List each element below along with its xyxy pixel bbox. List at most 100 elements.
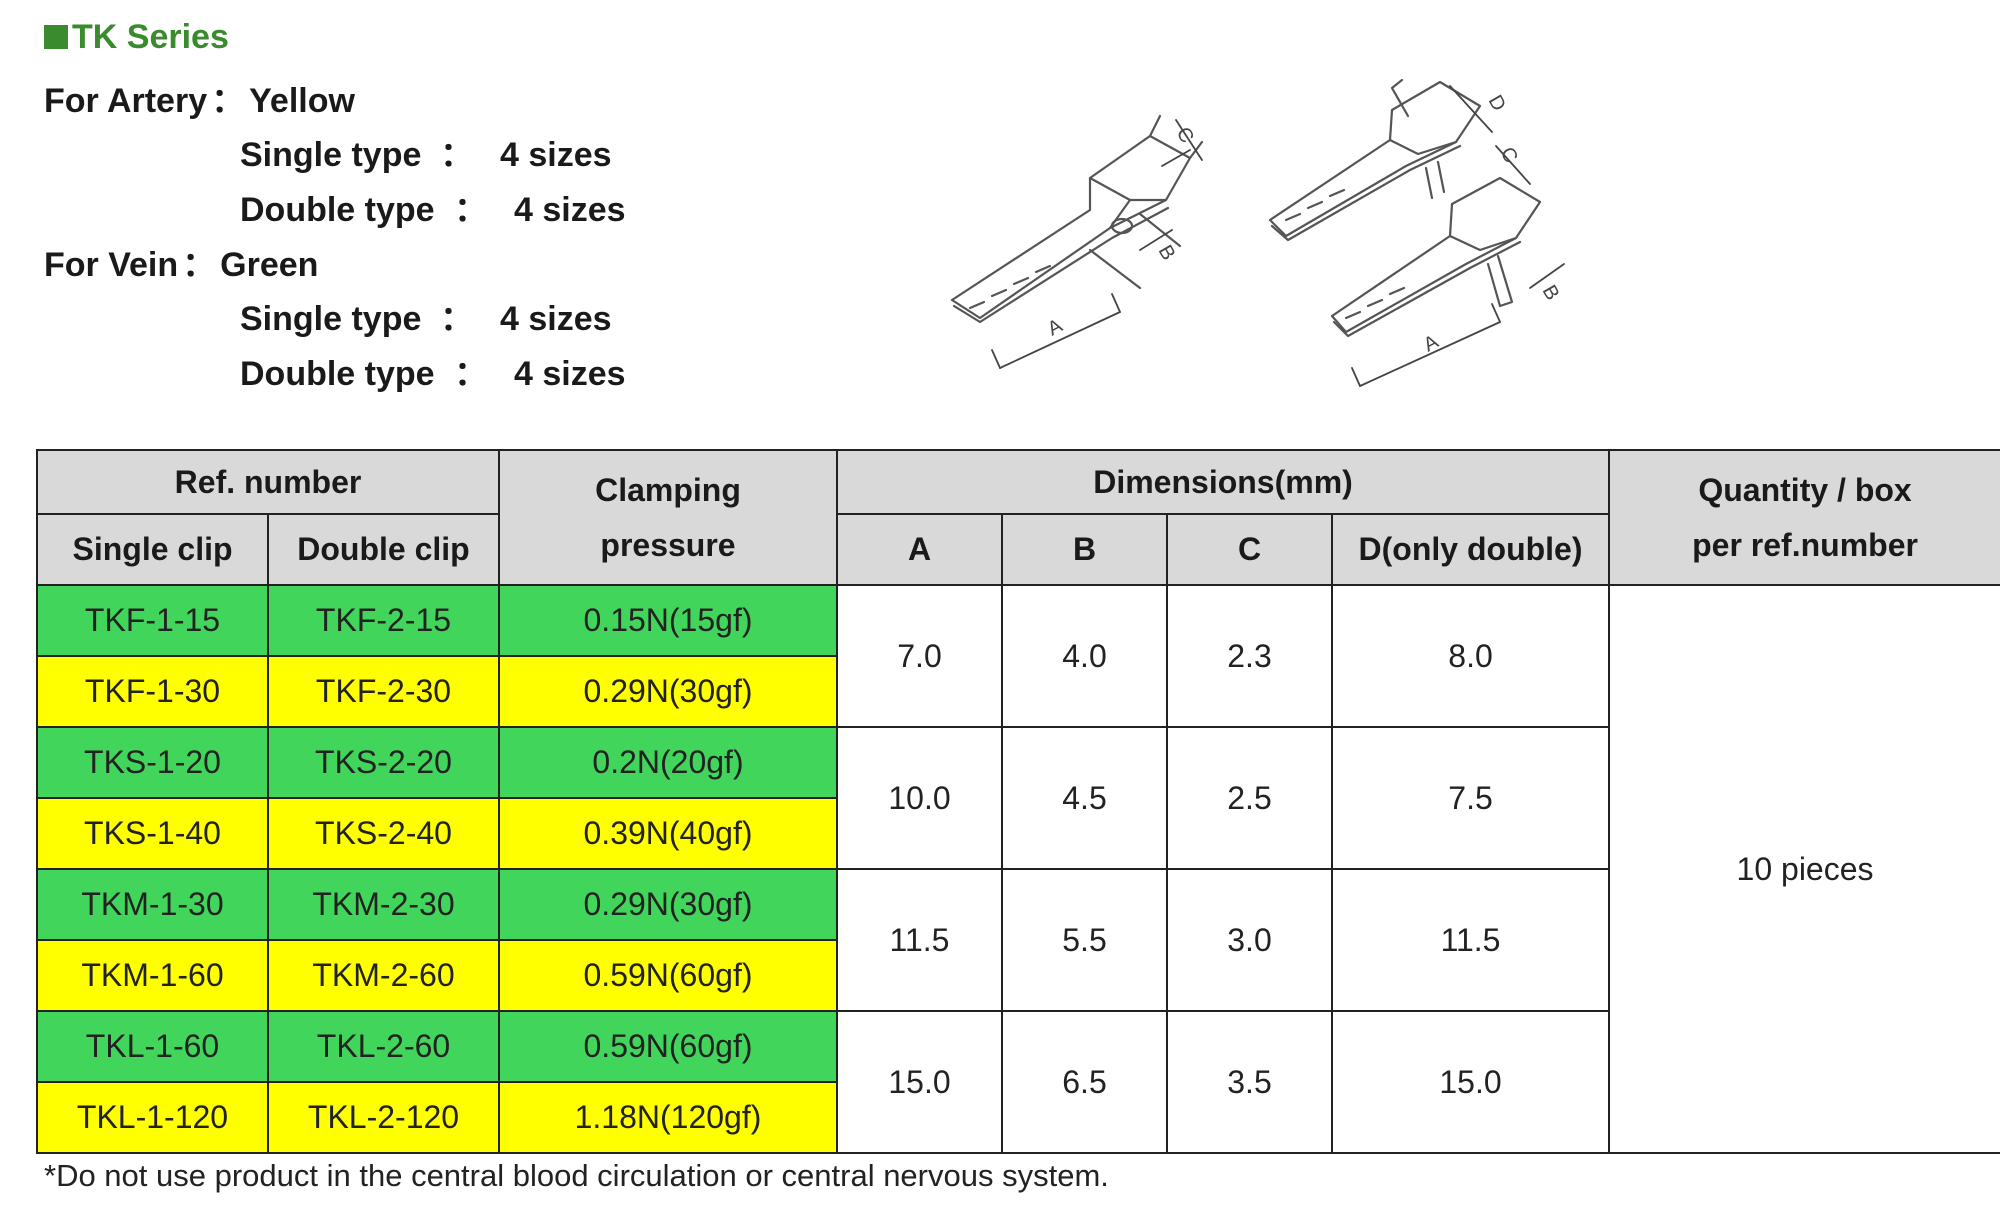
header-clamping-line-1: Clamping: [595, 471, 741, 508]
double-clip-cell: TKF-2-30: [267, 655, 500, 728]
header-dim-c: C: [1166, 513, 1333, 586]
artery-double-line: Double type ： 4 sizes: [240, 182, 626, 231]
artery-double-value: 4 sizes: [514, 191, 626, 229]
artery-double-label: Double type: [240, 191, 435, 229]
header-quantity: Quantity / box per ref.number: [1608, 449, 2000, 586]
square-bullet-icon: [44, 25, 68, 49]
pressure-cell: 0.29N(30gf): [498, 655, 838, 728]
dim-d-cell: 11.5: [1330, 868, 1611, 1012]
vein-double-label: Double type: [240, 355, 435, 393]
dim-d-cell: 8.0: [1330, 584, 1611, 728]
dim-c-cell: 3.0: [1166, 868, 1333, 1012]
artery-heading: For Artery: [44, 82, 208, 120]
dim-b-cell: 4.5: [1001, 726, 1168, 870]
dim-c-cell: 2.5: [1166, 726, 1333, 870]
vein-color: Green: [220, 246, 319, 284]
artery-double-colon: ：: [454, 191, 488, 229]
header-ref-number: Ref. number: [36, 449, 500, 515]
double-clip-cell: TKM-2-60: [267, 939, 500, 1012]
artery-single-label: Single type: [240, 136, 422, 174]
double-clip-cell: TKF-2-15: [267, 584, 500, 657]
table-row: TKM-1-60 TKM-2-60 0.59N(60gf): [36, 939, 2000, 1012]
single-clip-cell: TKL-1-120: [36, 1081, 269, 1154]
header-dimensions: Dimensions(mm): [835, 449, 1611, 515]
double-clip-cell: TKS-2-20: [267, 726, 500, 799]
table-row: TKM-1-30 TKM-2-30 0.29N(30gf) 11.5 5.5 3…: [36, 868, 2000, 1012]
vein-double-line: Double type ： 4 sizes: [240, 346, 626, 395]
artery-sep: ：: [211, 82, 246, 120]
table-row: TKS-1-20 TKS-2-20 0.2N(20gf) 10.0 4.5 2.…: [36, 726, 2000, 870]
single-clip-cell: TKS-1-40: [36, 797, 269, 870]
vein-single-line: Single type ： 4 sizes: [240, 291, 612, 340]
dim-a-cell: 7.0: [836, 584, 1003, 728]
footnote: *Do not use product in the central blood…: [44, 1158, 1109, 1193]
dim-b-cell: 4.0: [1001, 584, 1168, 728]
double-clip-drawing: [1268, 78, 1542, 338]
vein-single-label: Single type: [240, 300, 422, 338]
double-clip-cell: TKL-2-60: [267, 1010, 500, 1083]
artery-color: Yellow: [249, 82, 355, 120]
vein-heading: For Vein: [44, 246, 179, 284]
spec-table: Ref. number Clamping pressure Dimensions…: [36, 449, 2000, 1154]
artery-single-colon: ：: [440, 136, 474, 174]
dim-b-cell: 6.5: [1001, 1010, 1168, 1154]
dim-label-c-double: C: [1496, 144, 1522, 168]
clip-drawing-illustration: A B C A B C D: [950, 78, 1565, 387]
table-row: TKL-1-60 TKL-2-60 0.59N(60gf) 15.0 6.5 3…: [36, 1010, 2000, 1154]
dim-label-a-double: A: [1420, 330, 1443, 356]
single-clip-cell: TKL-1-60: [36, 1010, 269, 1083]
vein-sep: ：: [182, 246, 217, 284]
dim-c-cell: 2.3: [1166, 584, 1333, 728]
series-title-text: TK Series: [72, 18, 229, 56]
header-single-clip: Single clip: [36, 513, 269, 586]
double-clip-cell: TKS-2-40: [267, 797, 500, 870]
single-clip-cell: TKF-1-30: [36, 655, 269, 728]
quantity-cell: 10 pieces: [1608, 584, 2000, 1154]
table-row: TKS-1-40 TKS-2-40 0.39N(40gf): [36, 797, 2000, 870]
dimension-lines: [991, 85, 1565, 387]
vein-double-colon: ：: [454, 355, 488, 393]
vein-single-value: 4 sizes: [500, 300, 612, 338]
header-dim-a: A: [836, 513, 1003, 586]
header-clamping-pressure: Clamping pressure: [498, 449, 838, 586]
series-title: TK Series: [44, 18, 229, 57]
single-clip-cell: TKM-1-30: [36, 868, 269, 941]
dim-d-cell: 15.0: [1330, 1010, 1611, 1154]
dim-label-d-double: D: [1484, 92, 1510, 116]
header-qty-line-1: Quantity / box: [1698, 471, 1912, 508]
double-clip-cell: TKM-2-30: [267, 868, 500, 941]
artery-single-line: Single type ： 4 sizes: [240, 127, 612, 176]
pressure-cell: 1.18N(120gf): [498, 1081, 838, 1154]
dim-label-c-single: C: [1172, 124, 1198, 148]
pressure-cell: 0.59N(60gf): [498, 1010, 838, 1083]
dim-label-b-double: B: [1538, 282, 1564, 305]
pressure-cell: 0.2N(20gf): [498, 726, 838, 799]
pressure-cell: 0.59N(60gf): [498, 939, 838, 1012]
vein-line: For Vein：Green: [44, 237, 318, 286]
dim-d-cell: 7.5: [1330, 726, 1611, 870]
header-dim-d: D(only double): [1330, 513, 1611, 586]
pressure-cell: 0.29N(30gf): [498, 868, 838, 941]
header-double-clip: Double clip: [267, 513, 500, 586]
dim-a-cell: 10.0: [836, 726, 1003, 870]
table-row: TKL-1-120 TKL-2-120 1.18N(120gf): [36, 1081, 2000, 1154]
header-clamping-line-2: pressure: [600, 526, 736, 563]
artery-single-value: 4 sizes: [500, 136, 612, 174]
pressure-cell: 0.39N(40gf): [498, 797, 838, 870]
double-clip-cell: TKL-2-120: [267, 1081, 500, 1154]
dim-a-cell: 11.5: [836, 868, 1003, 1012]
dim-a-cell: 15.0: [836, 1010, 1003, 1154]
vein-single-colon: ：: [440, 300, 474, 338]
single-clip-drawing: [950, 114, 1204, 324]
vein-double-value: 4 sizes: [514, 355, 626, 393]
header-dim-b: B: [1001, 513, 1168, 586]
table-row: TKF-1-30 TKF-2-30 0.29N(30gf): [36, 655, 2000, 728]
pressure-cell: 0.15N(15gf): [498, 584, 838, 657]
single-clip-cell: TKS-1-20: [36, 726, 269, 799]
dim-c-cell: 3.5: [1166, 1010, 1333, 1154]
artery-line: For Artery：Yellow: [44, 73, 355, 122]
single-clip-cell: TKM-1-60: [36, 939, 269, 1012]
header-row-1: Ref. number Clamping pressure Dimensions…: [36, 449, 2000, 586]
dim-label-a-single: A: [1044, 314, 1067, 340]
dim-b-cell: 5.5: [1001, 868, 1168, 1012]
